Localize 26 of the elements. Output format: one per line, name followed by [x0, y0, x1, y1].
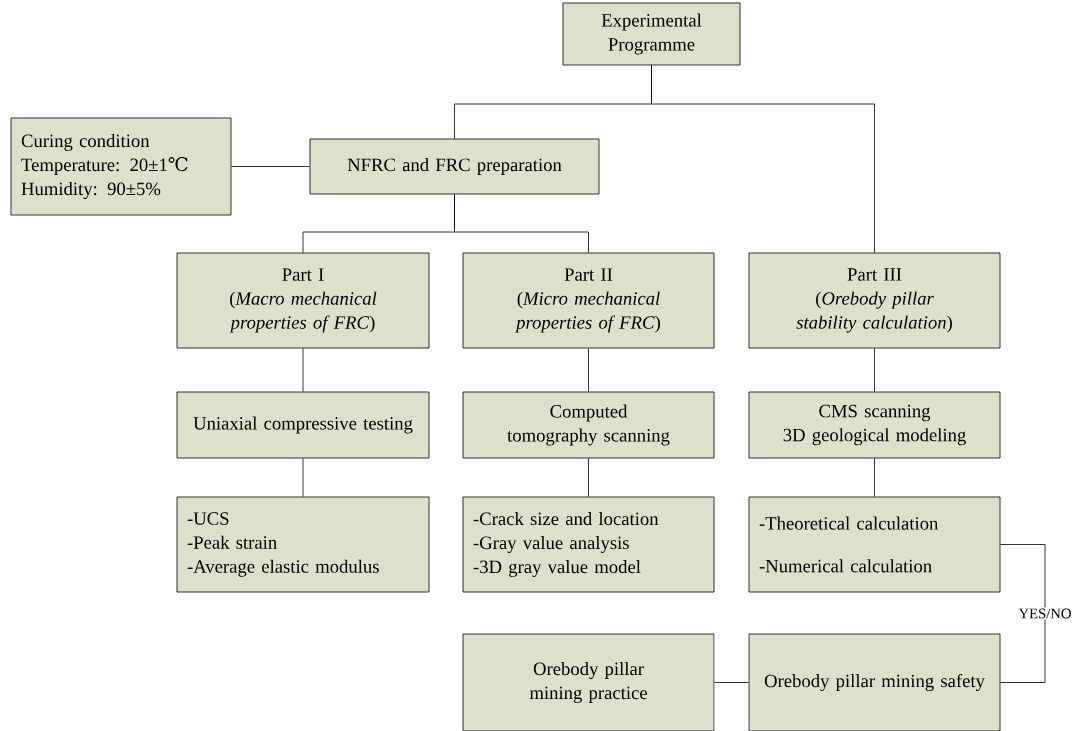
connector [588, 458, 589, 497]
edge-label: YES/NO [1017, 607, 1073, 620]
connector [874, 458, 875, 497]
process-box: Experimental Programme [562, 2, 741, 66]
part-box: Part II (Micro mechanical properties of FRC) [462, 252, 715, 349]
connector [651, 65, 875, 253]
connector [302, 348, 304, 392]
part-box: Part III (Orebody pillar stability calculation) [748, 252, 1001, 349]
process-box: Orebody pillar mining safety [748, 633, 1001, 731]
process-box: Uniaxial compressive testing [176, 391, 430, 459]
condition-box: Curing condition Temperature: 20±1℃ Humidity: 90±5% [10, 117, 232, 216]
process-box: Computed tomography scanning [462, 391, 715, 459]
result-box: -Crack size and location -Gray value analysis -3D gray value model [462, 496, 715, 593]
connector [1000, 544, 1046, 683]
connector [714, 682, 749, 683]
process-box: NFRC and FRC preparation [309, 138, 600, 195]
result-box: -Theoretical calculation -Numerical calculation [748, 496, 1001, 593]
connector [454, 194, 589, 253]
connector [874, 348, 875, 392]
connector [231, 166, 310, 167]
result-box: -UCS -Peak strain -Average elastic modulus [176, 496, 430, 593]
process-box: Orebody pillar mining practice [462, 633, 715, 731]
part-box: Part I (Macro mechanical properties of FRC) [176, 252, 430, 349]
process-box: CMS scanning 3D geological modeling [748, 391, 1001, 459]
connector [588, 348, 589, 392]
connector [302, 458, 304, 497]
